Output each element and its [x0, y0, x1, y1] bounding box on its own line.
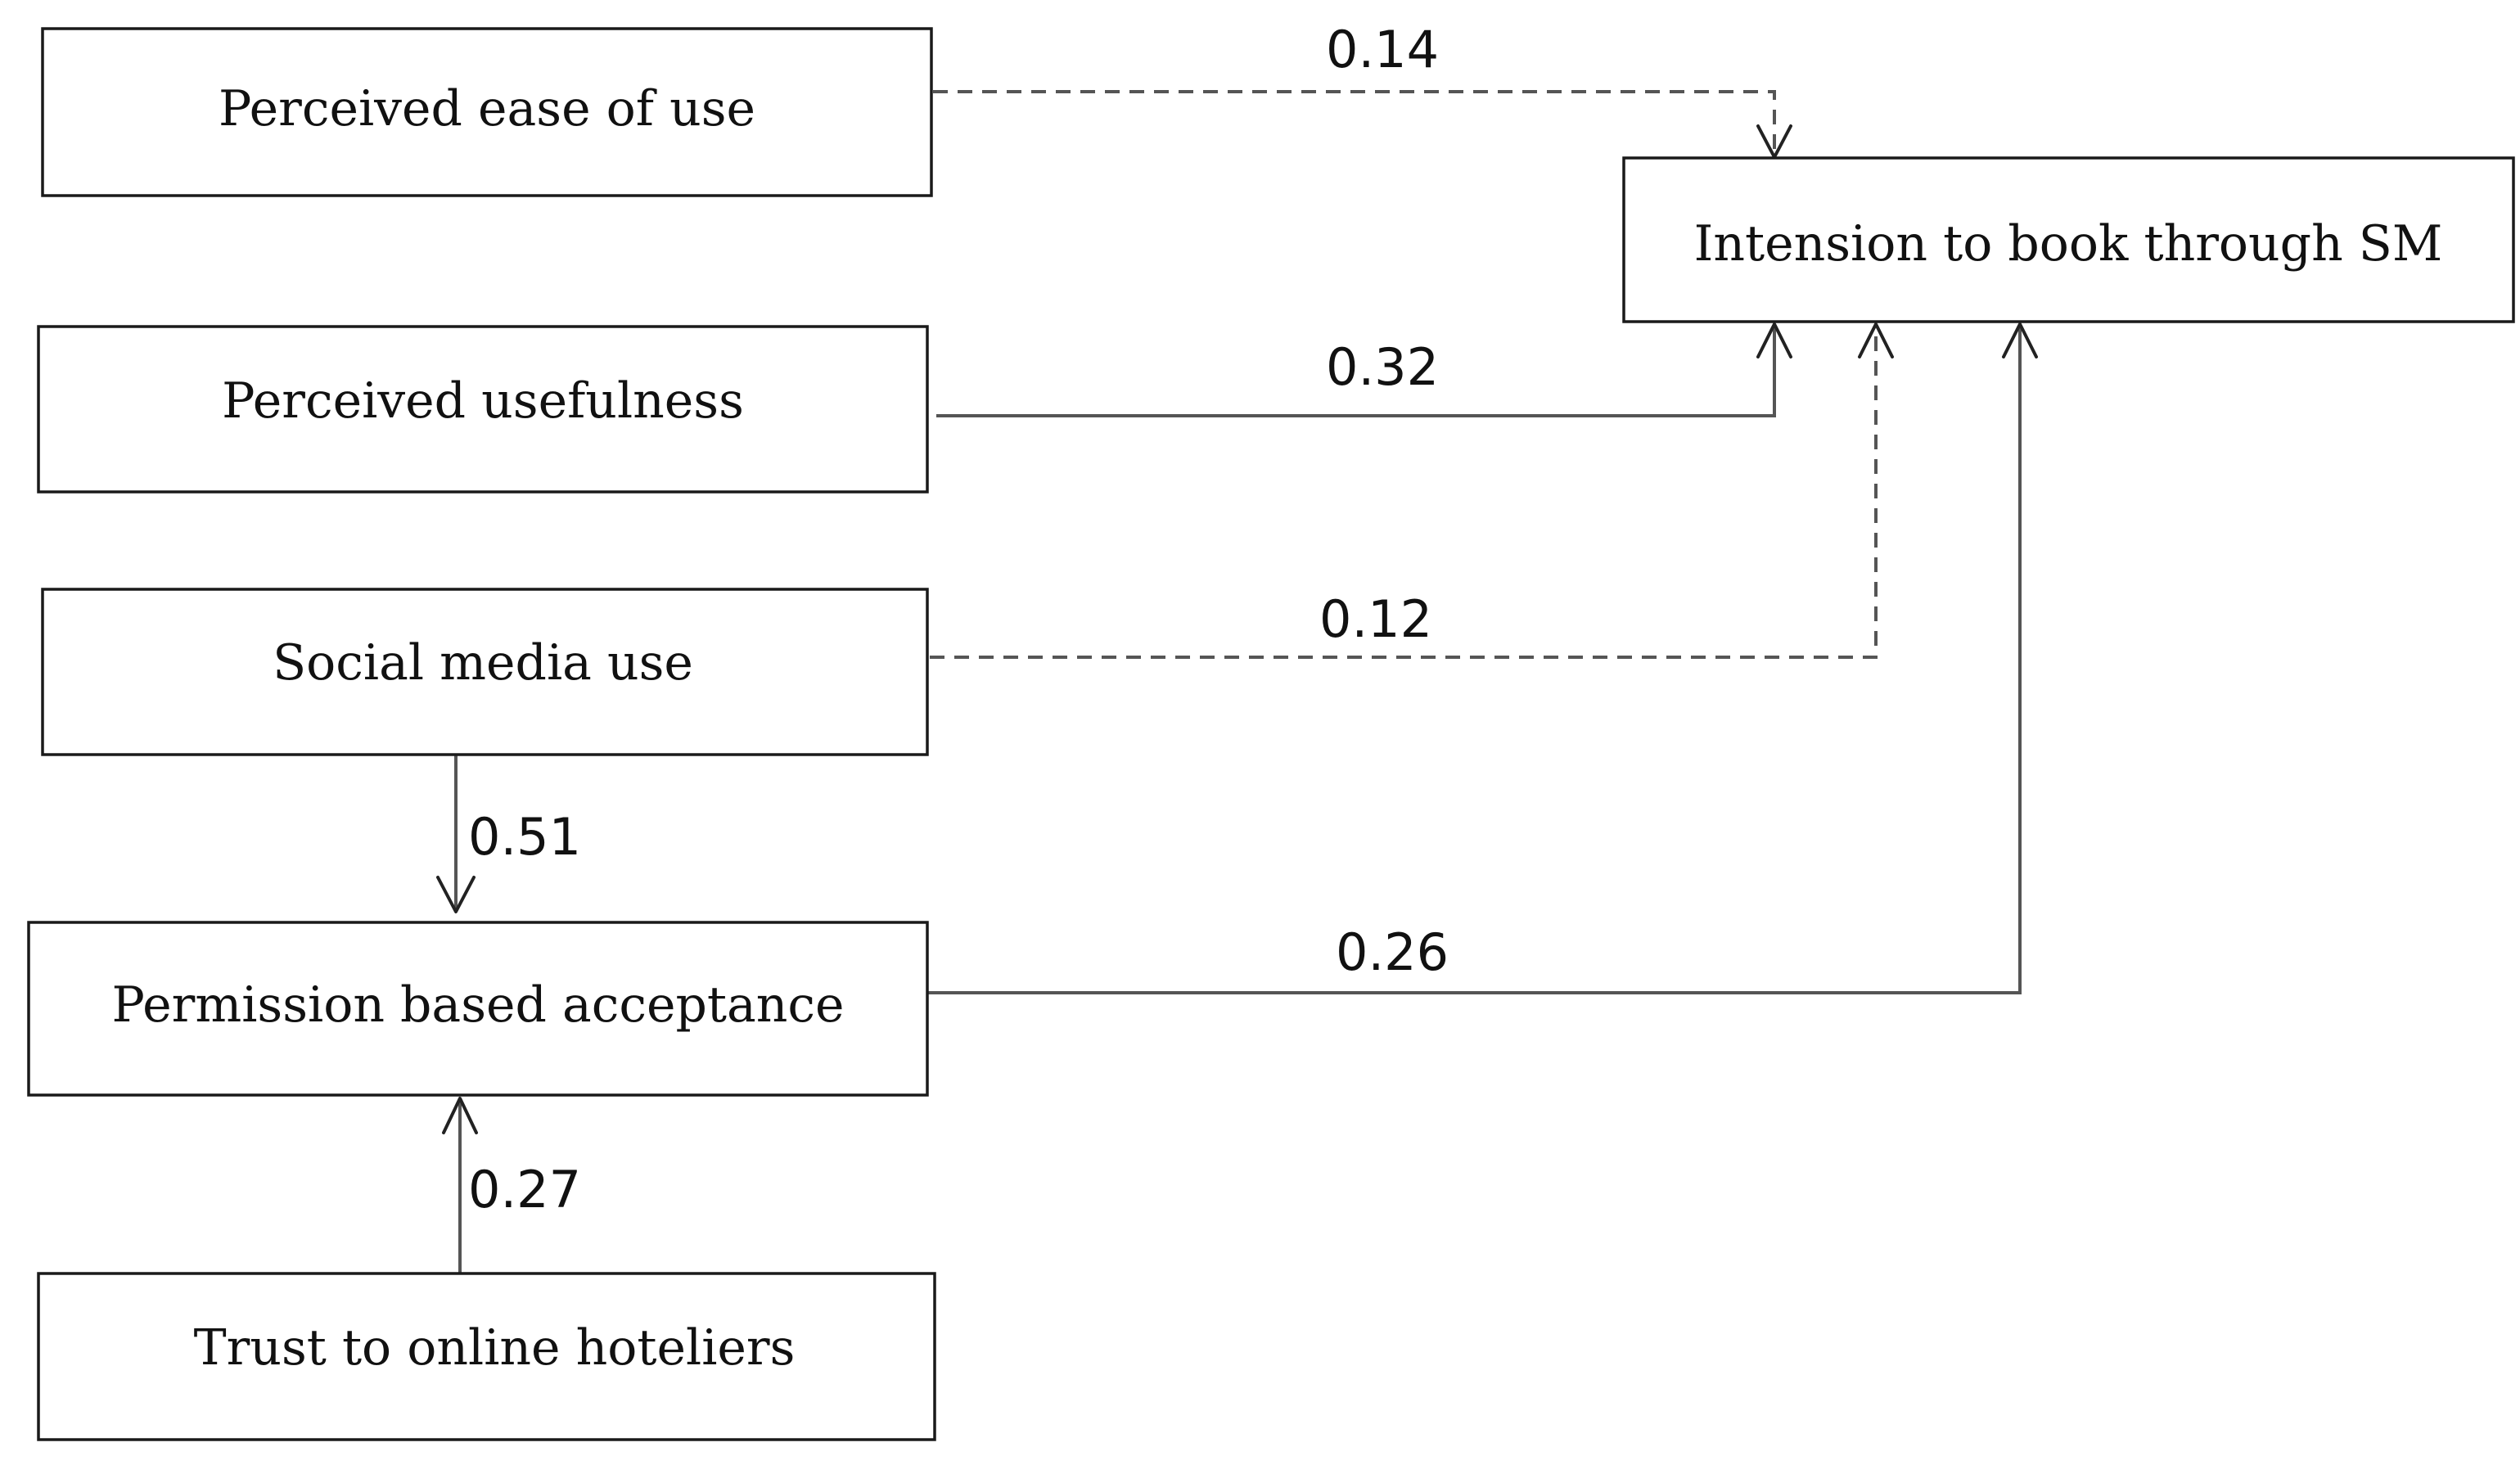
coefficient-label: 0.32 [1326, 337, 1439, 397]
node-perceived-ease-of-use: Perceived ease of use [41, 27, 933, 197]
coefficient-label: 0.27 [468, 1160, 581, 1219]
node-social-media-use: Social media use [41, 588, 929, 756]
node-label: Intension to book through SM [1694, 215, 2443, 273]
coefficient-label: 0.26 [1336, 922, 1449, 982]
node-label: Permission based acceptance [111, 976, 844, 1034]
coefficient-label: 0.12 [1319, 589, 1432, 649]
edge-smu-to-ib: 0.12 [930, 322, 1894, 659]
coefficient-label: 0.51 [468, 807, 581, 867]
node-permission-based-acceptance: Permission based acceptance [27, 921, 929, 1097]
node-label: Perceived usefulness [222, 372, 744, 430]
node-intension-to-book-through-sm: Intension to book through SM [1622, 156, 2515, 323]
node-trust-to-online-hoteliers: Trust to online hoteliers [37, 1272, 936, 1441]
node-label: Perceived ease of use [219, 80, 755, 137]
coefficient-label: 0.14 [1326, 20, 1439, 79]
edge-peou-to-ib: 0.14 [933, 20, 1792, 159]
node-label: Social media use [273, 634, 693, 692]
edge-smu-to-pba: 0.51 [436, 750, 581, 913]
edge-pu-to-ib: 0.32 [936, 322, 1792, 417]
node-label: Trust to online hoteliers [194, 1319, 796, 1377]
edge-pba-to-ib: 0.26 [926, 322, 2038, 994]
edge-toh-to-pba: 0.27 [442, 1097, 581, 1273]
node-perceived-usefulness: Perceived usefulness [37, 325, 929, 494]
